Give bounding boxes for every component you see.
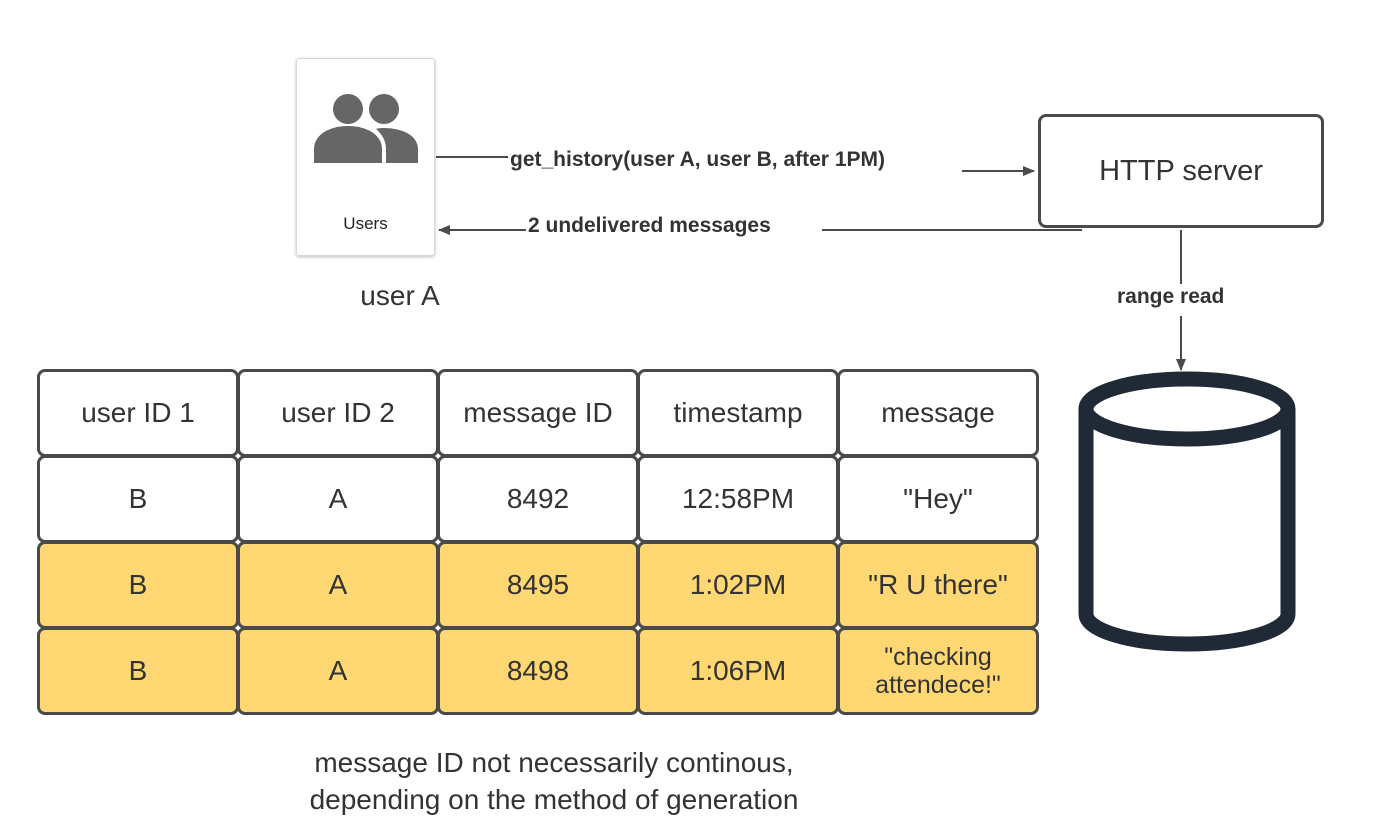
row-2-message-id: 8495 [437, 541, 639, 629]
row-3-message: "checking attendece!" [837, 627, 1039, 715]
row-3-user-id-2: A [237, 627, 439, 715]
row-2-message: "R U there" [837, 541, 1039, 629]
row-3-timestamp: 1:06PM [637, 627, 839, 715]
header-message: message [837, 369, 1039, 457]
header-user-id-2: user ID 2 [237, 369, 439, 457]
row-1-message-id: 8492 [437, 455, 639, 543]
header-user-id-1: user ID 1 [37, 369, 239, 457]
footnote-line-1: message ID not necessarily continous, [314, 747, 794, 778]
header-timestamp: timestamp [637, 369, 839, 457]
user-a-caption: user A [360, 280, 440, 311]
http-server-label: HTTP server [1099, 154, 1263, 187]
database-icon [1078, 371, 1296, 652]
response-label: 2 undelivered messages [528, 214, 771, 238]
request-label: get_history(user A, user B, after 1PM) [510, 148, 885, 172]
row-1-user-id-2: A [237, 455, 439, 543]
users-card: Users [296, 58, 435, 256]
row-1-timestamp: 12:58PM [637, 455, 839, 543]
footnote-line-2: depending on the method of generation [309, 784, 799, 816]
http-server-box: HTTP server [1038, 114, 1324, 228]
message-table: user ID 1 user ID 2 message ID timestamp… [37, 369, 1039, 715]
row-2-user-id-2: A [237, 541, 439, 629]
row-1-user-id-1: B [37, 455, 239, 543]
row-3-message-id: 8498 [437, 627, 639, 715]
row-2-user-id-1: B [37, 541, 239, 629]
range-read-label: range read [1117, 285, 1225, 309]
row-1-message: "Hey" [837, 455, 1039, 543]
row-3-user-id-1: B [37, 627, 239, 715]
users-label: Users [343, 214, 388, 233]
row-2-timestamp: 1:02PM [637, 541, 839, 629]
footnote: message ID not necessarily continous, de… [254, 744, 854, 818]
users-icon [314, 94, 418, 163]
header-message-id: message ID [437, 369, 639, 457]
